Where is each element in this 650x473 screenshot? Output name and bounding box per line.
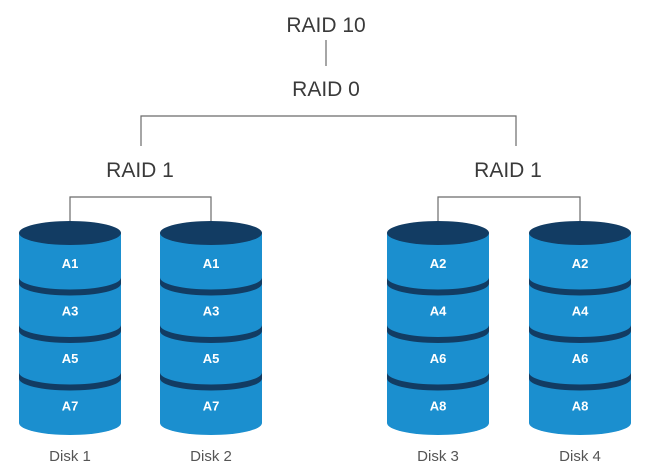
raid1-bracket-left	[69, 196, 212, 234]
block-label: A2	[572, 256, 589, 271]
block-label: A8	[572, 398, 589, 413]
block-label: A6	[430, 351, 447, 366]
disk-divider	[160, 372, 262, 391]
disk-divider	[387, 277, 489, 296]
disk-label: Disk 2	[190, 448, 232, 465]
block-label: A5	[203, 351, 220, 366]
disk-divider	[19, 372, 121, 391]
disk-divider	[529, 372, 631, 391]
disk-top	[529, 221, 631, 245]
disk-divider	[19, 277, 121, 296]
block-label: A3	[203, 303, 220, 318]
disk-top	[160, 221, 262, 245]
raid10-title: RAID 10	[286, 14, 365, 37]
block-label: A6	[572, 351, 589, 366]
block-label: A7	[62, 398, 79, 413]
disk-top	[387, 221, 489, 245]
disk-divider	[160, 325, 262, 343]
disk-divider	[19, 325, 121, 343]
block-label: A8	[430, 398, 447, 413]
block-label: A5	[62, 351, 79, 366]
disk-label: Disk 4	[559, 448, 601, 465]
disk-divider	[160, 277, 262, 296]
raid1-group-right-label: RAID 1	[474, 159, 542, 182]
block-label: A2	[430, 256, 447, 271]
block-label: A7	[203, 398, 220, 413]
disk-divider	[387, 372, 489, 391]
raid1-group-left-label: RAID 1	[106, 159, 174, 182]
block-label: A1	[203, 256, 220, 271]
raid0-bracket	[140, 115, 517, 146]
disk-divider	[387, 325, 489, 343]
block-label: A4	[572, 303, 589, 318]
block-label: A1	[62, 256, 79, 271]
disk-divider	[529, 325, 631, 343]
block-label: A3	[62, 303, 79, 318]
disk-label: Disk 1	[49, 448, 91, 465]
disk-label: Disk 3	[417, 448, 459, 465]
disk-divider	[529, 277, 631, 296]
raid1-bracket-right	[437, 196, 581, 234]
block-label: A4	[430, 303, 447, 318]
raid0-label: RAID 0	[292, 78, 360, 101]
disk-top	[19, 221, 121, 245]
